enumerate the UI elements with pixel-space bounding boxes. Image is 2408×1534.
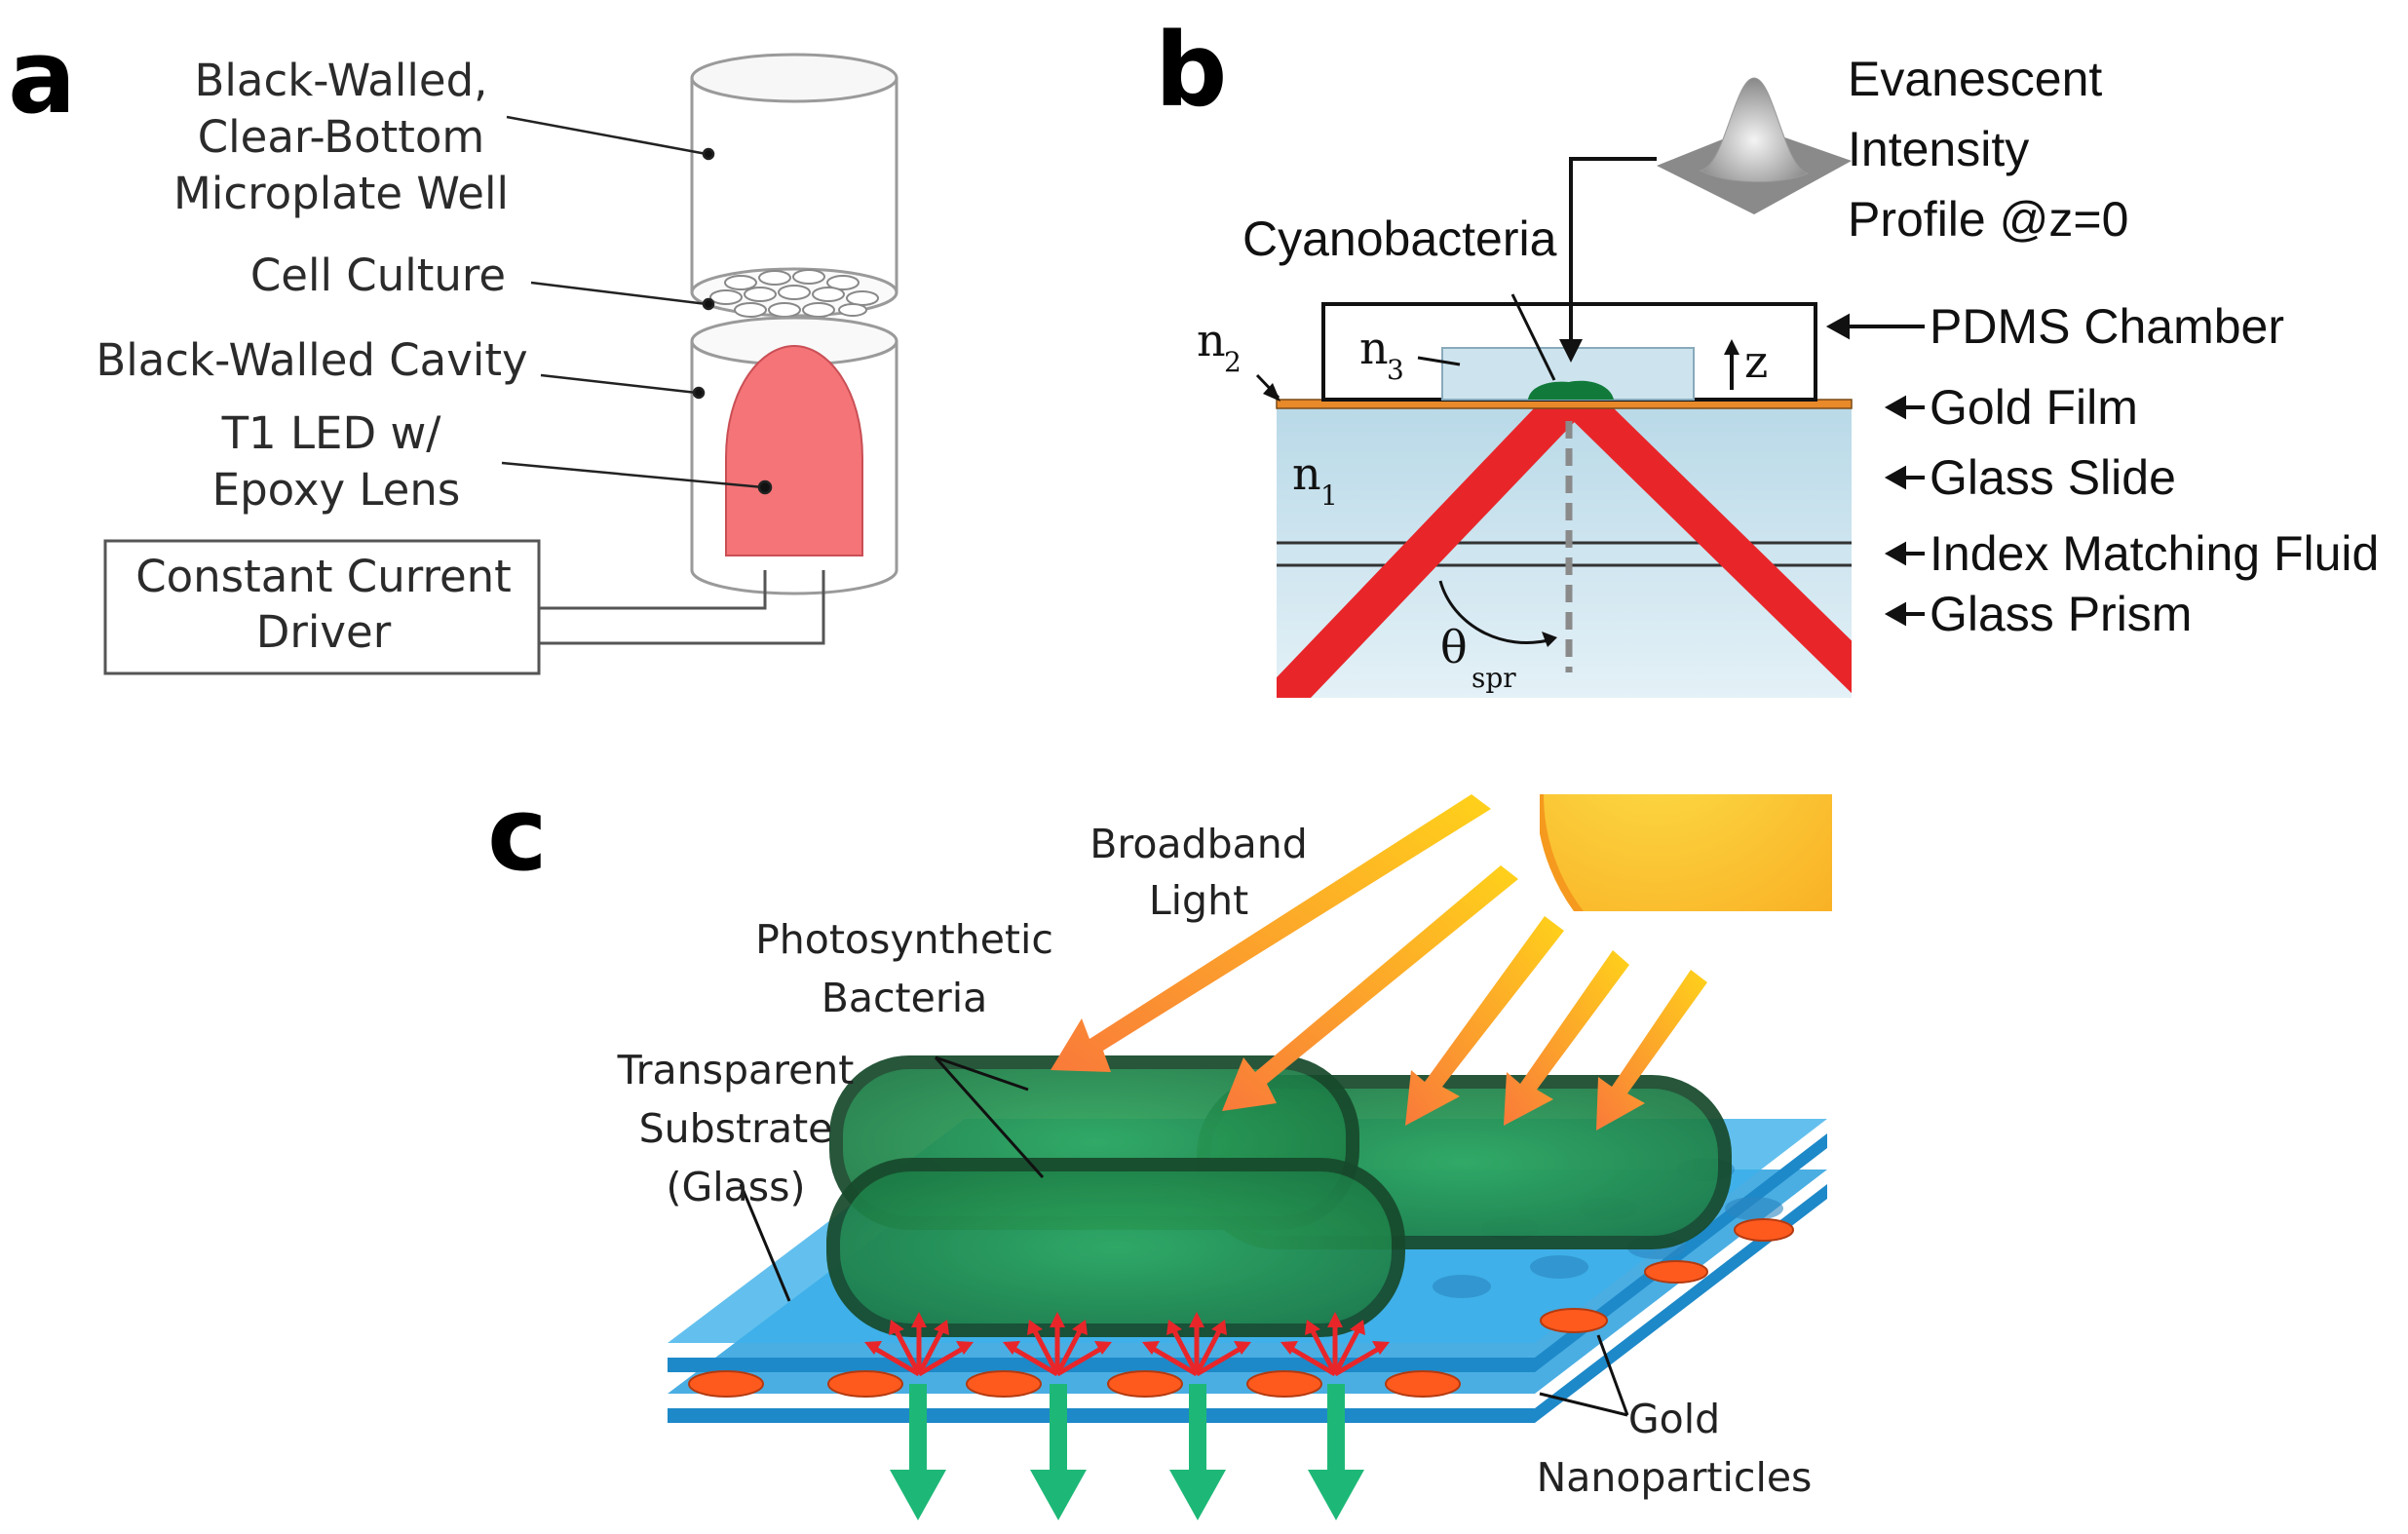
nanoparticles-label-line2: Nanoparticles (1537, 1454, 1813, 1501)
gold-nanoparticles (688, 1218, 1794, 1398)
cavity-label: Black-Walled Cavity (96, 334, 527, 386)
evanescent-profile-image (1657, 77, 1852, 214)
sun-icon (1540, 794, 1832, 911)
n3-leader (1417, 356, 1461, 366)
led-label-line1: T1 LED w/ (221, 407, 442, 459)
glass-slide-label: Glass Slide (1930, 450, 2176, 505)
panel-a-letter: a (8, 18, 76, 136)
panel-b-right-arrows (1825, 313, 1925, 627)
bacteria-label-line1: Photosynthetic (755, 916, 1053, 963)
panel-b: b (1155, 11, 2379, 698)
cell-culture (709, 269, 879, 318)
theta-arc (1438, 580, 1553, 644)
panel-a-labels: Black-Walled, Clear-Bottom Microplate We… (96, 55, 527, 658)
driver-wires (539, 570, 825, 645)
nanoparticles-label-line1: Gold (1628, 1396, 1720, 1442)
laser-beams (1277, 407, 1852, 698)
constant-current-driver-box (103, 539, 541, 675)
scattered-light-arrows (870, 1321, 1384, 1377)
profile-label-line2: Intensity (1848, 122, 2029, 176)
n1-subscript: 1 (1320, 479, 1338, 512)
profile-label-line3: Profile @z=0 (1848, 192, 2128, 247)
well-label-line1: Black-Walled, (195, 55, 488, 106)
substrate-label-line3: (Glass) (667, 1164, 806, 1210)
panel-c-labels: Broadband Light Photosynthetic Bacteria … (617, 821, 1813, 1501)
broadband-light-arrows (1051, 794, 1707, 1131)
culture-label: Cell Culture (250, 249, 506, 301)
cyanobacteria-cells (1528, 380, 1614, 400)
n1-symbol: n (1292, 447, 1321, 500)
bacteria-label-line2: Bacteria (822, 975, 987, 1021)
panel-c: c (487, 775, 1832, 1520)
well-label-line2: Clear-Bottom (198, 111, 485, 163)
profile-connector (1569, 157, 1657, 341)
profile-label-line1: Evanescent (1848, 52, 2102, 106)
panel-a: a (8, 18, 898, 675)
panel-c-letter: c (487, 775, 548, 894)
theta-symbol: θ (1440, 621, 1468, 673)
cyanobacteria-label: Cyanobacteria (1242, 211, 1557, 266)
fluid-label: Index Matching Fluid (1930, 526, 2379, 581)
scatter-arrowheads (864, 1312, 1390, 1355)
light-label-line1: Broadband (1089, 821, 1307, 867)
led-label-line2: Epoxy Lens (212, 464, 461, 516)
panel-b-labels: Evanescent Intensity Profile @z=0 Cyanob… (1197, 52, 2379, 694)
led-body (725, 344, 863, 556)
n2-symbol: n (1197, 314, 1226, 366)
gold-film-label: Gold Film (1930, 380, 2138, 435)
prism-label: Glass Prism (1930, 587, 2192, 641)
panel-b-letter: b (1155, 11, 1227, 130)
well-label-line3: Microplate Well (173, 168, 509, 219)
theta-subscript: spr (1472, 662, 1516, 694)
pdms-label: PDMS Chamber (1930, 299, 2284, 354)
n2-subscript: 2 (1224, 346, 1242, 378)
photosynthetic-bacteria (826, 1055, 1732, 1337)
cyano-leader (1510, 293, 1556, 381)
n3-subscript: 3 (1387, 354, 1404, 386)
substrate-label-line2: Substrate (639, 1105, 833, 1152)
driver-label-line1: Constant Current (135, 551, 512, 602)
z-symbol: z (1744, 335, 1768, 388)
panel-a-leaders (501, 115, 773, 495)
panel-c-leaders (739, 1055, 1629, 1417)
light-label-line2: Light (1149, 877, 1248, 924)
n3-symbol: n (1359, 322, 1389, 374)
driver-label-line2: Driver (256, 606, 392, 658)
substrate-label-line1: Transparent (617, 1047, 855, 1093)
emission-arrows (890, 1384, 1364, 1520)
